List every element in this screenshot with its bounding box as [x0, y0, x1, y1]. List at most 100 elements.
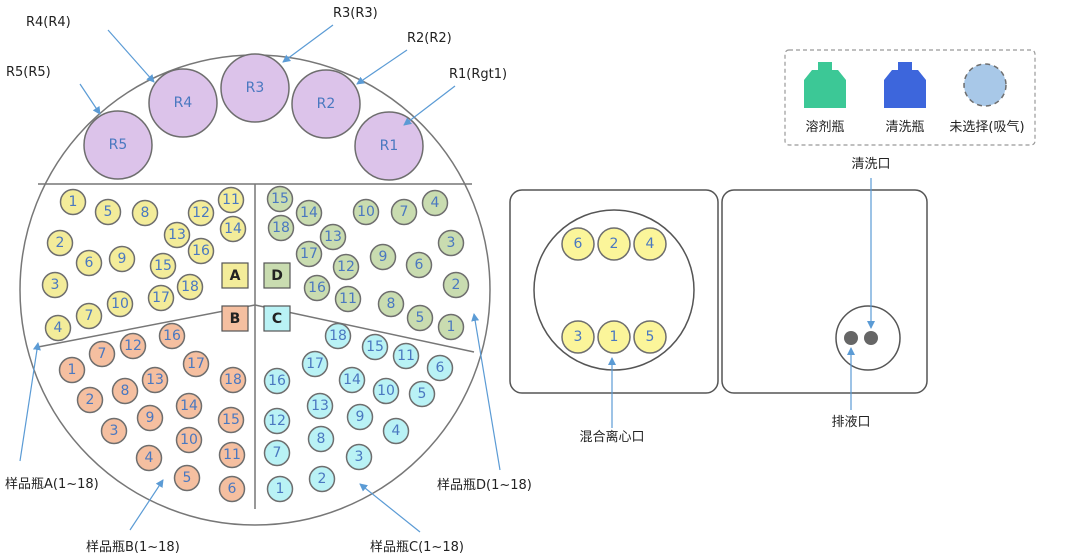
sample-bottle-d-1 [437, 313, 465, 341]
sample-bottle-d-11 [334, 285, 362, 313]
mix-position-6 [561, 227, 595, 261]
sample-bottle-c-6 [426, 354, 454, 382]
sample-bottle-d-6 [405, 251, 433, 279]
sample-number-b-17: 17 [187, 356, 205, 372]
sample-number-d-12: 12 [337, 259, 355, 275]
sample-number-c-17: 17 [306, 356, 324, 372]
sample-number-d-6: 6 [415, 257, 424, 273]
sample-bottle-a-18 [176, 273, 204, 301]
legend-solvent-label: 溶剂瓶 [805, 120, 844, 135]
section-box-b [221, 305, 249, 332]
legend-wash-label: 清洗瓶 [885, 120, 924, 135]
sample-number-c-8: 8 [317, 431, 326, 447]
wash-station-frame [721, 189, 928, 394]
reagent-bottle-r1 [354, 111, 424, 181]
legend: 溶剂瓶 清洗瓶 未选择(吸气) [784, 49, 1036, 146]
sample-number-d-18: 18 [272, 220, 290, 236]
sample-number-d-14: 14 [300, 205, 318, 221]
sample-number-d-4: 4 [431, 195, 440, 211]
sample-bottle-c-15 [361, 333, 389, 361]
reagent-label-r1: R1 [380, 138, 399, 154]
section-letter-a: A [230, 268, 241, 284]
wash-bottle-icon [884, 62, 926, 108]
sample-number-d-3: 3 [447, 235, 456, 251]
section-letter-c: C [272, 311, 282, 327]
sample-bottle-a-9 [108, 245, 136, 273]
sample-number-b-1: 1 [68, 362, 77, 378]
sample-number-c-5: 5 [418, 386, 427, 402]
sample-bottle-a-6 [75, 249, 103, 277]
sample-bottle-b-3 [100, 417, 128, 445]
sample-bottle-d-9 [369, 243, 397, 271]
reagent-label-r4: R4 [174, 95, 193, 111]
callout-section-a: 样品瓶A(1~18) [5, 477, 99, 492]
mix-port-label: 混合离心口 [579, 429, 644, 445]
sample-bottle-b-4 [135, 444, 163, 472]
sample-bottle-b-17 [182, 350, 210, 378]
sample-bottle-c-13 [306, 392, 334, 420]
sample-bottle-a-3 [41, 271, 69, 299]
sample-bottle-b-13 [141, 366, 169, 394]
sample-bottle-c-1 [266, 475, 294, 503]
sample-number-c-2: 2 [318, 471, 327, 487]
sample-number-c-14: 14 [343, 372, 361, 388]
sample-bottle-c-8 [307, 425, 335, 453]
sample-bottle-b-9 [136, 404, 164, 432]
reagent-callouts: R1(Rgt1) R2(R2) R3(R3) R4(R4) R5(R5) [6, 6, 507, 126]
sample-bottle-c-9 [346, 403, 374, 431]
sample-number-c-13: 13 [311, 398, 329, 414]
sample-bottle-b-6 [218, 475, 246, 503]
sample-number-c-7: 7 [273, 445, 282, 461]
sample-number-c-18: 18 [329, 328, 347, 344]
legend-frame [784, 49, 1036, 146]
sample-bottle-c-10 [372, 377, 400, 405]
sample-bottle-b-11 [218, 441, 246, 469]
mix-number-5: 5 [646, 329, 655, 345]
sample-number-a-3: 3 [51, 277, 60, 293]
sample-number-a-5: 5 [104, 204, 113, 220]
sample-number-c-4: 4 [392, 423, 401, 439]
sample-bottle-a-7 [75, 302, 103, 330]
sample-bottle-c-2 [308, 465, 336, 493]
mix-number-2: 2 [610, 236, 619, 252]
reagent-bottle-r5 [83, 110, 153, 180]
sample-bottle-c-14 [338, 366, 366, 394]
sample-number-d-17: 17 [300, 246, 318, 262]
sample-number-b-6: 6 [228, 481, 237, 497]
mix-number-4: 4 [646, 236, 655, 252]
sample-bottle-d-15 [266, 185, 294, 213]
sample-number-b-10: 10 [180, 432, 198, 448]
callout-section-d: 样品瓶D(1~18) [437, 478, 532, 493]
sample-bottle-a-4 [44, 314, 72, 342]
sample-number-c-9: 9 [356, 409, 365, 425]
sample-bottle-a-10 [106, 290, 134, 318]
mix-position-1 [597, 320, 631, 354]
section-box-c [263, 305, 291, 332]
solvent-bottle-icon [804, 62, 846, 108]
sample-number-b-2: 2 [86, 392, 95, 408]
sample-bottle-b-2 [76, 386, 104, 414]
sample-bottle-c-7 [263, 439, 291, 467]
sample-number-d-15: 15 [271, 191, 289, 207]
sample-bottle-b-12 [119, 332, 147, 360]
legend-unselected-label: 未选择(吸气) [949, 119, 1024, 135]
sample-number-d-5: 5 [416, 310, 425, 326]
sample-bottle-d-12 [332, 253, 360, 281]
sample-bottle-b-1 [58, 356, 86, 384]
sample-number-a-1: 1 [69, 194, 78, 210]
sample-number-b-8: 8 [121, 383, 130, 399]
sample-number-c-1: 1 [276, 481, 285, 497]
sample-number-c-10: 10 [377, 383, 395, 399]
sample-bottle-b-7 [88, 340, 116, 368]
right-diagonal-divider [254, 304, 475, 353]
sample-number-b-9: 9 [146, 410, 155, 426]
sample-number-d-10: 10 [357, 204, 375, 220]
sample-bottle-a-14 [219, 215, 247, 243]
callout-r5: R5(R5) [6, 65, 51, 80]
sample-number-a-7: 7 [85, 308, 94, 324]
mix-number-3: 3 [574, 329, 583, 345]
reagent-bottle-r3 [220, 53, 290, 123]
